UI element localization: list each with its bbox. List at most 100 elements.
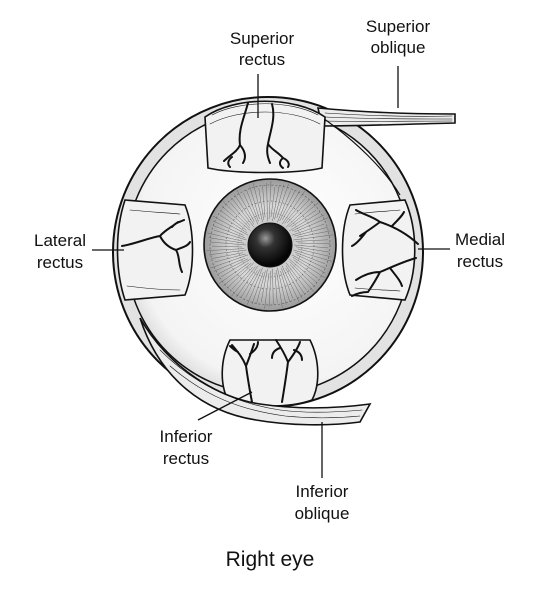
iris-striation: [206, 248, 245, 251]
iris-striation: [289, 264, 314, 292]
iris-striation: [249, 186, 260, 220]
iris-striation: [296, 254, 326, 269]
iris-striation: [289, 261, 316, 288]
iris-striation: [212, 215, 249, 236]
iris-striation: [285, 265, 305, 295]
iris-striation: [231, 198, 255, 228]
iris-striation: [274, 272, 278, 303]
iris-striation: [285, 268, 303, 299]
iris-striation: [258, 188, 264, 220]
superior-rectus-muscle: [204, 100, 326, 174]
iris-striation: [293, 249, 332, 262]
iris-striation: [264, 272, 270, 309]
iris-striation: [220, 210, 247, 231]
lateral-rectus-label-line2: rectus: [37, 253, 83, 272]
iris-striation: [231, 266, 256, 297]
pupil: [247, 222, 293, 268]
iris-striation: [208, 249, 247, 256]
iris-striation: [294, 227, 328, 237]
iris-striation: [285, 200, 314, 228]
iris-striation: [289, 211, 321, 232]
iris-striation: [207, 232, 243, 242]
inferior-oblique-label-line2: oblique: [295, 504, 350, 523]
inferior-rectus-muscle: [221, 339, 319, 407]
iris-striation: [279, 190, 296, 222]
iris-striation: [272, 268, 274, 305]
leader-lines: [92, 66, 450, 478]
inferior-oblique-label-line1: Inferior: [296, 482, 349, 501]
iris-striation: [227, 262, 255, 288]
iris-striation: [212, 220, 244, 236]
iris-striation: [211, 245, 243, 248]
iris-striation: [218, 262, 249, 284]
iris-striation: [213, 229, 247, 241]
superior-rectus-label-line2: rectus: [239, 50, 285, 69]
iris-striation: [260, 268, 268, 303]
iris-striation: [287, 199, 310, 224]
medial-rectus-label-line1: Medial: [455, 230, 505, 249]
iris-striation: [268, 270, 272, 308]
iris-striation: [281, 268, 294, 299]
iris-striation: [231, 266, 253, 290]
iris-striation: [291, 214, 325, 232]
iris-striation: [280, 270, 290, 302]
iris-striation: [297, 242, 331, 245]
superior-oblique-muscle: [316, 107, 456, 196]
lateral-rectus-muscle: [116, 199, 194, 301]
iris-striation: [208, 237, 245, 244]
iris-striation: [285, 262, 307, 291]
iris-striation: [291, 209, 317, 228]
iris-striation: [253, 183, 263, 223]
iris-striation: [246, 189, 259, 222]
iris-striation: [281, 265, 300, 303]
iris-striation: [222, 201, 251, 229]
iris-striation: [289, 258, 317, 283]
iris-striation: [223, 262, 252, 286]
iris-striation: [236, 190, 255, 222]
iris-striation: [281, 191, 305, 225]
iris-striation: [220, 214, 248, 234]
iris-striation: [284, 198, 305, 224]
iris-striation: [211, 252, 244, 259]
iris-striation: [234, 194, 255, 225]
iris-striation: [214, 253, 246, 263]
superior-oblique-label-line1: Superior: [366, 17, 431, 36]
iris-striation: [293, 259, 318, 279]
iris-striation: [288, 202, 319, 228]
iris-striation: [291, 254, 326, 274]
iris-striation: [270, 187, 276, 218]
iris-striation: [282, 190, 301, 220]
iris-striation: [213, 257, 246, 272]
iris-striation: [293, 234, 334, 241]
iris-striation: [230, 202, 251, 226]
medial-rectus-muscle: [341, 199, 419, 301]
iris-striation: [292, 256, 326, 279]
iris-striation: [210, 241, 247, 246]
iris-striation: [221, 258, 251, 277]
iris-striation: [295, 239, 328, 242]
iris-striation: [293, 244, 328, 249]
medial-rectus-label-line2: rectus: [457, 252, 503, 271]
iris-striation: [296, 230, 331, 238]
iris-striation: [245, 268, 261, 298]
inferior-rectus-label-line1: Inferior: [160, 427, 213, 446]
iris-striation: [243, 193, 259, 225]
iris-striation: [251, 272, 264, 305]
iris-striation: [294, 217, 328, 233]
lateral-rectus-label-line1: Lateral: [34, 231, 86, 250]
iris-striation: [272, 185, 280, 222]
iris-striation: [213, 225, 246, 239]
iris-striation: [276, 183, 289, 218]
iris-striation: [266, 183, 268, 222]
iris-striation: [210, 254, 249, 269]
iris-striation: [277, 190, 291, 223]
inferior-oblique-muscle: [139, 317, 372, 426]
inferior-rectus-label-line2: rectus: [163, 449, 209, 468]
iris-striation: [295, 246, 330, 253]
iris-striation: [277, 267, 287, 305]
iris-striation: [268, 180, 272, 220]
iris-striation: [256, 270, 266, 304]
iris-striation: [276, 270, 283, 308]
iris-striation: [294, 251, 325, 265]
